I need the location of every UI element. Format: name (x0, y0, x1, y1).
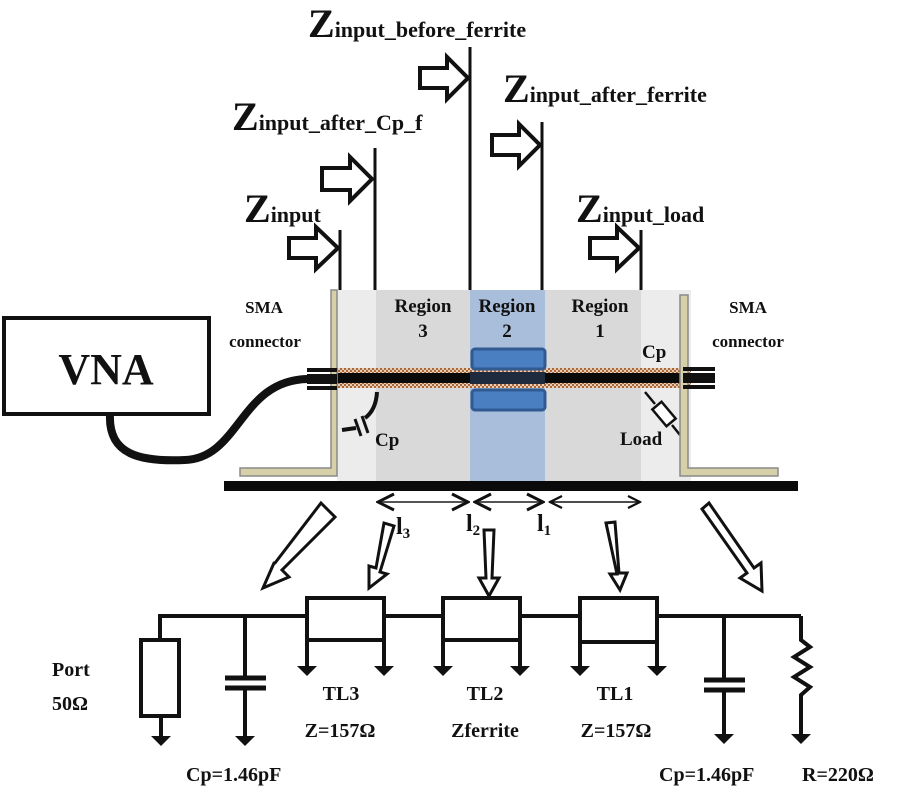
zin-after-ferrite-marker: Zinput_after_ferrite (490, 66, 707, 290)
arrow-right-icon (490, 119, 543, 171)
hollow-arrow-icon (260, 500, 338, 591)
cp-left-label: Cp (375, 430, 399, 451)
ground-icon (570, 666, 590, 676)
r-load-value: R=220Ω (802, 764, 874, 786)
ground-icon (374, 666, 394, 676)
cp-left-value: Cp=1.46pF (186, 764, 281, 786)
region-3-label: Region (395, 296, 452, 317)
mapping-arrows (260, 500, 764, 600)
ground-icon (647, 666, 667, 676)
cp-right-value: Cp=1.46pF (659, 764, 754, 786)
tl3-impedance: Z=157Ω (305, 720, 376, 742)
region-2-number: 2 (502, 321, 512, 342)
vna-label: VNA (58, 345, 154, 394)
tl3-name: TL3 (323, 683, 360, 705)
ground-icon (235, 736, 255, 746)
length-l1-label: l1 (537, 511, 551, 539)
port-resistor-icon (139, 638, 181, 718)
zin-after-cp-f-marker: Zinput_after_Cp_f (232, 94, 423, 290)
port-label-1: Port (52, 659, 90, 681)
zin-after-ferrite-label: Zinput_after_ferrite (503, 66, 707, 111)
tl1-impedance: Z=157Ω (581, 720, 652, 742)
ground-icon (433, 666, 453, 676)
vna-box (2, 316, 211, 416)
tl2-symbol (433, 596, 530, 676)
zin-load-marker: Zinput_load (576, 186, 704, 290)
tl2-impedance: Zferrite (451, 720, 519, 742)
region-2-label: Region (479, 296, 536, 317)
hollow-arrow-icon (604, 520, 630, 594)
cp-left-capacitor (341, 391, 379, 437)
fixture-body: Region 3 Region 2 Region 1 Cp Cp Load (337, 290, 691, 483)
arrow-right-icon (418, 52, 471, 104)
hollow-arrow-icon (476, 528, 502, 600)
trace-under-ferrite (470, 372, 545, 384)
ground-icon (510, 666, 530, 676)
sma-left-label-1: SMA (245, 298, 284, 317)
arrow-right-icon (320, 152, 375, 206)
zin-load-label: Zinput_load (576, 186, 704, 231)
length-l3-label: l3 (396, 514, 410, 542)
zin-after-cp-f-label: Zinput_after_Cp_f (232, 94, 423, 139)
tl1-name: TL1 (597, 683, 634, 705)
arrow-right-icon (287, 222, 341, 274)
load-label: Load (620, 429, 663, 450)
load-resistor-icon (790, 616, 814, 735)
region-1-number: 1 (595, 321, 605, 342)
sma-connector-right (679, 294, 779, 477)
sma-right-label-2: connector (712, 332, 784, 351)
zin-before-ferrite-marker: Zinput_before_ferrite (308, 1, 526, 290)
ground-plane (224, 481, 798, 491)
sma-connector-left (239, 289, 338, 477)
zin-input-marker: Zinput (244, 186, 342, 290)
ground-icon (151, 736, 171, 746)
tl2-name: TL2 (467, 683, 504, 705)
region-3-number: 3 (418, 321, 428, 342)
ferrite-bottom (470, 388, 547, 412)
arrow-right-icon (588, 222, 642, 274)
vna-cable (105, 375, 309, 465)
sma-right-label-1: SMA (729, 298, 768, 317)
ground-icon (714, 734, 734, 744)
equivalent-circuit (139, 596, 814, 746)
hollow-arrow-icon (367, 521, 396, 592)
ground-icon (297, 666, 317, 676)
region-1-label: Region (572, 296, 629, 317)
tl1-symbol (570, 596, 667, 676)
tl3-symbol (297, 596, 394, 676)
trace-copper-bottom (337, 383, 691, 388)
length-l2-label: l2 (466, 511, 480, 539)
ground-icon (791, 734, 811, 744)
zin-before-ferrite-label: Zinput_before_ferrite (308, 1, 526, 46)
sma-left-label-2: connector (229, 332, 301, 351)
port-label-2: 50Ω (52, 693, 88, 715)
zin-input-label: Zinput (244, 186, 322, 231)
ferrite-top (470, 347, 547, 371)
hollow-arrow-icon (699, 500, 764, 594)
load-resistor-icon (644, 391, 681, 436)
cp-right-label: Cp (642, 342, 666, 363)
